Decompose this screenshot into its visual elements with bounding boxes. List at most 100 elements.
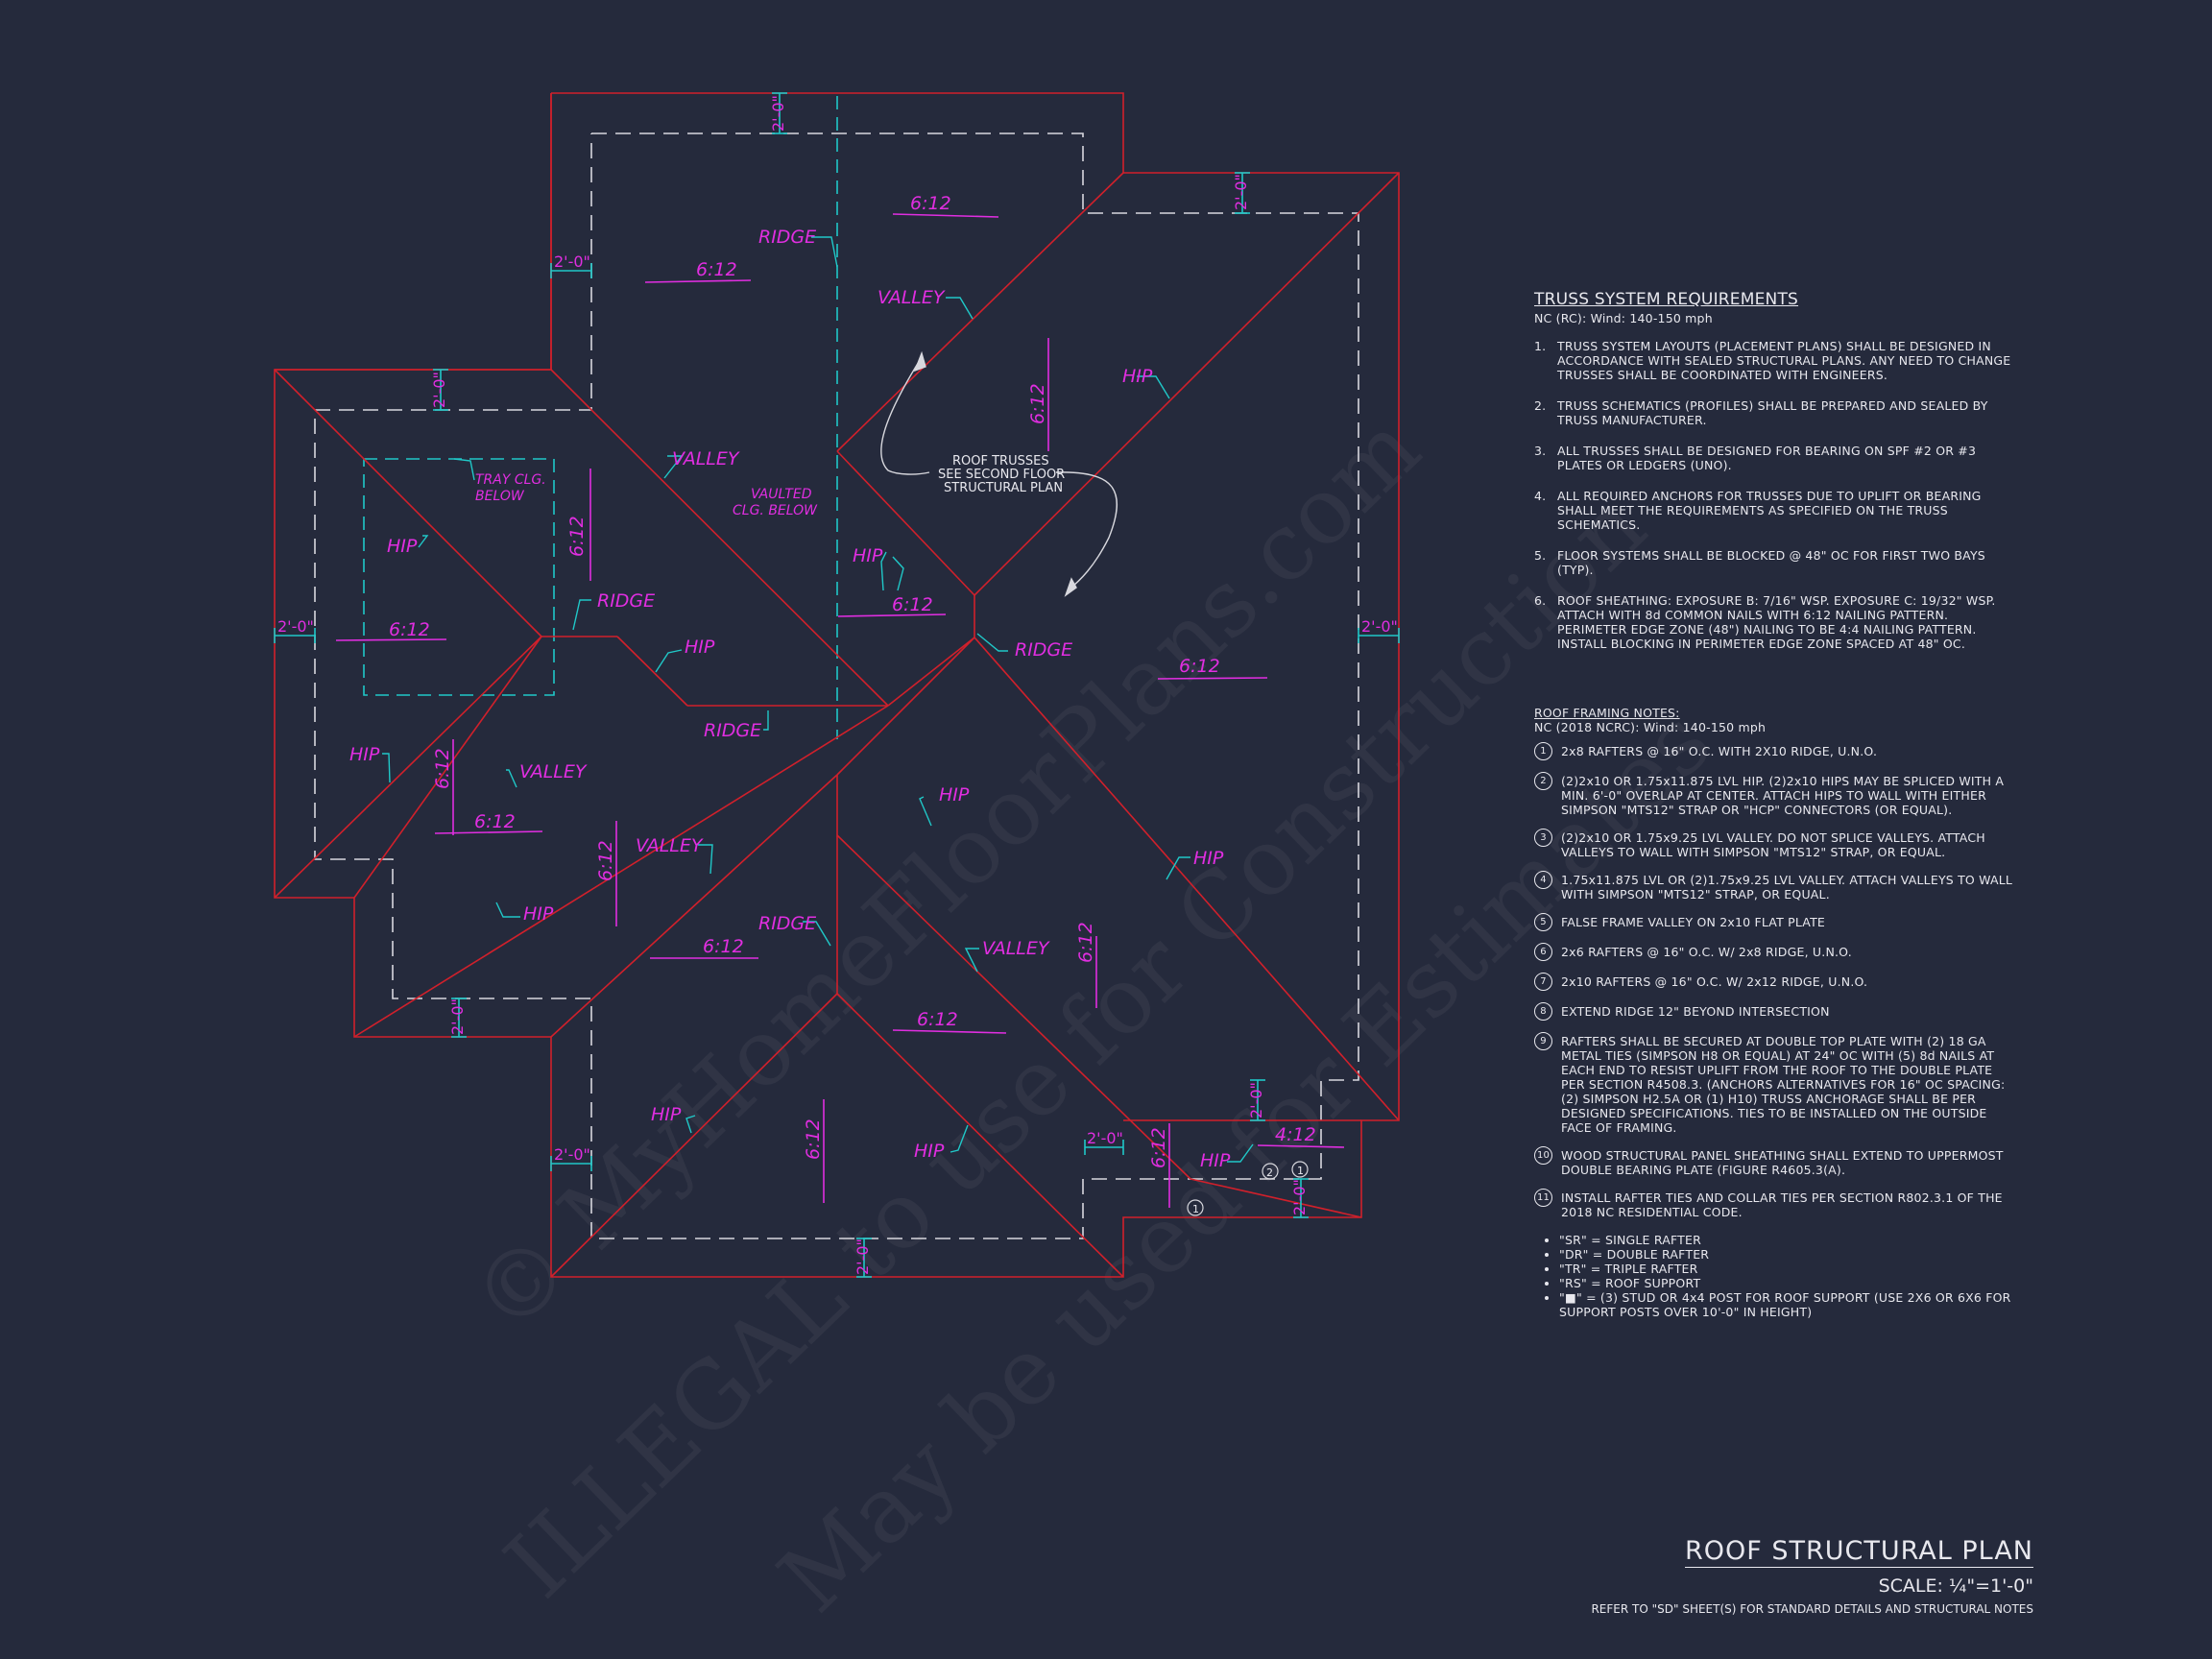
roof-framing-notes-title: ROOF FRAMING NOTES:: [1534, 706, 1680, 720]
legend-item: "DR" = DOUBLE RAFTER: [1559, 1247, 2014, 1262]
tray-ceiling-label-1: TRAY CLG.: [475, 472, 546, 488]
valley-label: VALLEY: [982, 938, 1050, 959]
valley-label: VALLEY: [878, 287, 946, 308]
valley-label: VALLEY: [636, 835, 704, 856]
ridge-label: RIDGE: [758, 913, 816, 934]
legend-item: "TR" = TRIPLE RAFTER: [1559, 1262, 2014, 1276]
pitch-label: 6:12: [389, 619, 430, 640]
notes-panel: TRUSS SYSTEM REQUIREMENTS NC (RC): Wind:…: [1534, 290, 2014, 1319]
hip-label: HIP: [1193, 848, 1224, 869]
legend-item: "RS" = ROOF SUPPORT: [1559, 1276, 2014, 1290]
pitch-label: 6:12: [1075, 922, 1096, 963]
legend-item: "■" = (3) STUD OR 4x4 POST FOR ROOF SUPP…: [1559, 1290, 2014, 1319]
callout-1a-text: 1: [1297, 1165, 1304, 1177]
roof-framing-notes-subtitle: NC (2018 NCRC): Wind: 140-150 mph: [1534, 720, 1767, 734]
hip-label: HIP: [387, 536, 418, 557]
pitch-label: 6:12: [892, 594, 933, 615]
pitch-label: 6:12: [1179, 656, 1220, 677]
dimension-label: 2'-0": [1232, 174, 1250, 210]
ridge-label: RIDGE: [1015, 639, 1072, 661]
tray-ceiling-label-2: BELOW: [475, 489, 525, 504]
ridge-label: RIDGE: [758, 227, 816, 248]
hip-label: HIP: [1200, 1150, 1231, 1171]
list-item: 2(2)2x10 OR 1.75x11.875 LVL HIP. (2)2x10…: [1534, 772, 2014, 817]
roof-framing-lines: [274, 93, 1400, 1278]
hip-label: HIP: [523, 903, 554, 925]
trusses-note-arrows: [880, 350, 1118, 597]
pitch-label: 6:12: [474, 811, 516, 832]
dimension-label: 2'-0": [554, 1145, 590, 1164]
hip-label: HIP: [853, 545, 883, 566]
dimension-label: 2'-0": [448, 998, 467, 1035]
trusses-note-line-3: STRUCTURAL PLAN: [944, 481, 1063, 495]
vaulted-ceiling-label-1: VAULTED: [751, 487, 812, 502]
hip-label: HIP: [914, 1141, 945, 1162]
list-item: 3(2)2x10 OR 1.75x9.25 LVL VALLEY. DO NOT…: [1534, 829, 2014, 859]
dimension-label: 2'-0": [769, 95, 787, 132]
drawing-reference-note: REFER TO "SD" SHEET(S) FOR STANDARD DETA…: [1591, 1602, 2033, 1616]
callout-circles: [1187, 1161, 1309, 1216]
pitch-label: 6:12: [703, 936, 744, 957]
dimension-label: 2'-0": [430, 372, 448, 408]
leader-lines: [382, 236, 1254, 1163]
vaulted-ceiling-label-2: CLG. BELOW: [733, 503, 818, 518]
rafter-legend: "SR" = SINGLE RAFTER "DR" = DOUBLE RAFTE…: [1534, 1233, 2014, 1319]
list-item: 3.ALL TRUSSES SHALL BE DESIGNED FOR BEAR…: [1534, 444, 1977, 472]
ridge-label: RIDGE: [704, 720, 761, 741]
pitch-label: 6:12: [803, 1118, 824, 1160]
hip-label: HIP: [651, 1104, 682, 1125]
ridge-label: RIDGE: [597, 590, 655, 612]
pitch-label: 6:12: [432, 748, 453, 789]
pitch-label: 6:12: [595, 840, 616, 881]
truss-requirements-list: 1.TRUSS SYSTEM LAYOUTS (PLACEMENT PLANS)…: [1534, 339, 2014, 651]
list-item: 5.FLOOR SYSTEMS SHALL BE BLOCKED @ 48" O…: [1534, 548, 1985, 577]
hip-label: HIP: [685, 637, 715, 658]
truss-requirements-subtitle: NC (RC): Wind: 140-150 mph: [1534, 311, 1713, 325]
dimension-label: 2'-0": [554, 252, 590, 271]
callout-2-text: 2: [1266, 1166, 1273, 1179]
pitch-label: 6:12: [566, 516, 588, 557]
trusses-note-line-1: ROOF TRUSSES: [952, 454, 1049, 469]
dimension-label: 2'-0": [1290, 1179, 1309, 1215]
valley-label: VALLEY: [519, 761, 588, 782]
dimension-label: 2'-0": [1087, 1129, 1123, 1147]
drawing-title: ROOF STRUCTURAL PLAN: [1684, 1536, 2033, 1568]
dimension-label: 2'-0": [1361, 617, 1398, 636]
pitch-label: 6:12: [917, 1009, 958, 1030]
title-block: ROOF STRUCTURAL PLAN SCALE: ¼"=1'-0" REF…: [1591, 1536, 2033, 1616]
hip-label: HIP: [939, 784, 970, 805]
callout-1b-text: 1: [1192, 1203, 1199, 1215]
legend-item: "SR" = SINGLE RAFTER: [1559, 1233, 2014, 1247]
hip-label: HIP: [1122, 366, 1153, 387]
list-item: 2.TRUSS SCHEMATICS (PROFILES) SHALL BE P…: [1534, 398, 1988, 427]
list-item: 6.ROOF SHEATHING: EXPOSURE B: 7/16" WSP.…: [1534, 593, 1996, 651]
hip-label: HIP: [349, 744, 380, 765]
dimension-label: 2'-0": [277, 617, 314, 636]
list-item: 4.ALL REQUIRED ANCHORS FOR TRUSSES DUE T…: [1534, 489, 1982, 532]
valley-label: VALLEY: [672, 448, 740, 469]
pitch-arrows: [335, 213, 1345, 1208]
pitch-label: 6:12: [910, 193, 951, 214]
truss-requirements-title: TRUSS SYSTEM REQUIREMENTS: [1534, 290, 1799, 309]
dimension-label: 2'-0": [1247, 1082, 1265, 1118]
wall-line: [314, 132, 1359, 1239]
pitch-label: 6:12: [1027, 383, 1048, 424]
pitch-label-small: 4:12: [1275, 1124, 1316, 1145]
drawing-scale: SCALE: ¼"=1'-0": [1878, 1575, 2033, 1597]
list-item: 1.TRUSS SYSTEM LAYOUTS (PLACEMENT PLANS)…: [1534, 339, 2011, 382]
dimension-marks: [274, 92, 1400, 1278]
pitch-label: 6:12: [696, 259, 737, 280]
trusses-note-line-2: SEE SECOND FLOOR: [938, 468, 1065, 482]
dimension-label: 2'-0": [854, 1238, 872, 1275]
